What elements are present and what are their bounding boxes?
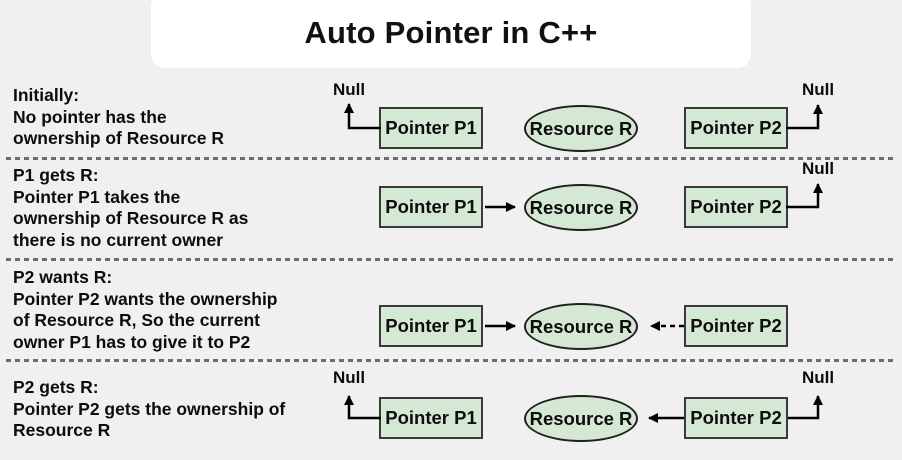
pointer-p2-node: Pointer P2 — [684, 397, 788, 439]
arrow-p2-to-null — [788, 395, 823, 420]
null-label: Null — [332, 80, 366, 99]
resource-r-node: Resource R — [524, 303, 638, 350]
arrow-p1-to-null — [344, 395, 381, 420]
row-separator — [6, 359, 896, 362]
arrow-p1-to-null — [344, 103, 381, 130]
caption-p1-gets-r: P1 gets R: Pointer P1 takes the ownershi… — [13, 165, 249, 250]
row-separator — [6, 258, 896, 261]
page-title: Auto Pointer in C++ — [304, 15, 598, 50]
pointer-p1-node: Pointer P1 — [379, 397, 483, 439]
null-label: Null — [332, 368, 366, 387]
pointer-p2-node: Pointer P2 — [684, 305, 788, 347]
null-label: Null — [801, 159, 835, 178]
title-card: Auto Pointer in C++ — [151, 0, 751, 68]
pointer-p1-node: Pointer P1 — [379, 107, 483, 149]
null-label: Null — [801, 368, 835, 387]
arrow-p2-to-null — [786, 183, 823, 209]
caption-initially: Initially: No pointer has the ownership … — [13, 85, 225, 148]
caption-p2-wants-r: P2 wants R: Pointer P2 wants the ownersh… — [13, 267, 278, 352]
pointer-p1-node: Pointer P1 — [379, 186, 483, 228]
row-separator — [6, 157, 896, 160]
resource-r-node: Resource R — [524, 395, 638, 442]
null-label: Null — [801, 80, 835, 99]
pointer-p2-node: Pointer P2 — [684, 107, 788, 149]
arrow-p2-to-null — [786, 104, 823, 130]
resource-r-node: Resource R — [524, 184, 638, 231]
resource-r-node: Resource R — [524, 105, 638, 152]
pointer-p2-node: Pointer P2 — [684, 186, 788, 228]
caption-p2-gets-r: P2 gets R: Pointer P2 gets the ownership… — [13, 377, 286, 440]
pointer-p1-node: Pointer P1 — [379, 305, 483, 347]
